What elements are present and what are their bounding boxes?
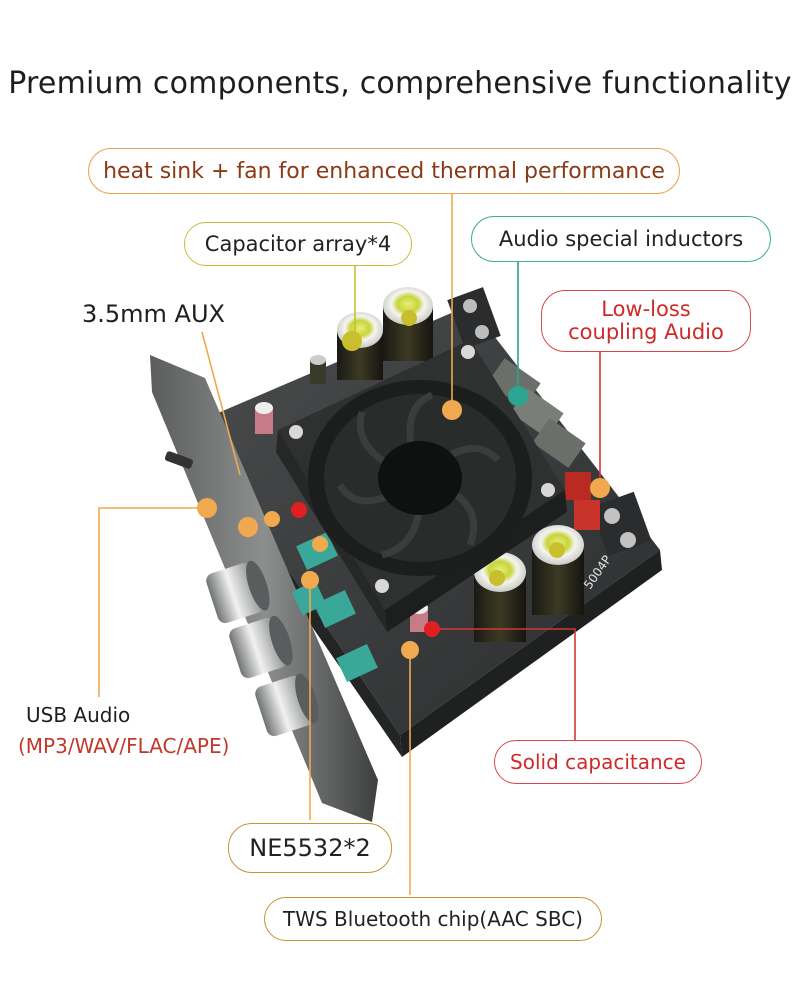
label-capacitor-array: Capacitor array*4: [184, 222, 412, 266]
dot-aux: [238, 517, 258, 537]
label-heat-sink-text: heat sink + fan for enhanced thermal per…: [103, 158, 665, 184]
coupling-capacitors: [565, 472, 600, 530]
callout-lines: [98, 189, 601, 895]
label-aux-text: 3.5mm AUX: [82, 300, 225, 328]
dot-capacitor-3: [489, 570, 505, 586]
dot-tws: [401, 641, 419, 659]
label-audio-inductors: Audio special inductors: [471, 216, 771, 262]
line-solid-cap: [432, 628, 576, 745]
dot-heat-sink: [442, 400, 462, 420]
label-heat-sink: heat sink + fan for enhanced thermal per…: [88, 148, 680, 194]
label-low-loss: Low-loss coupling Audio: [541, 290, 751, 352]
label-ne5532: NE5532*2: [228, 823, 392, 873]
line-usb: [98, 507, 207, 697]
line-aux: [201, 331, 241, 476]
dot-solid-cap-2: [291, 502, 307, 518]
dot-usb: [197, 498, 217, 518]
label-usb-audio: USB Audio: [26, 703, 130, 727]
heat-sink-fan: [276, 340, 567, 632]
label-usb-formats: (MP3/WAV/FLAC/APE): [18, 734, 229, 758]
label-capacitor-array-text: Capacitor array*4: [204, 232, 392, 256]
dot-capacitor-4: [549, 542, 565, 558]
label-aux: 3.5mm AUX: [82, 300, 225, 328]
dot-inductors: [508, 386, 528, 406]
label-solid-capacitance: Solid capacitance: [494, 740, 702, 784]
callout-dots: [197, 310, 610, 659]
label-low-loss-line1: Low-loss: [601, 296, 691, 321]
volume-knobs: [206, 560, 319, 737]
dot-solid-cap: [424, 621, 440, 637]
label-ne5532-text: NE5532*2: [249, 834, 371, 862]
dot-ne5532-1: [301, 571, 319, 589]
dot-low-loss: [590, 478, 610, 498]
page-title: Premium components, comprehensive functi…: [8, 66, 792, 101]
label-solid-capacitance-text: Solid capacitance: [510, 750, 686, 774]
dot-ne5532-2: [312, 536, 328, 552]
label-tws-chip: TWS Bluetooth chip(AAC SBC): [264, 897, 602, 941]
label-tws-chip-text: TWS Bluetooth chip(AAC SBC): [283, 907, 583, 931]
label-usb-audio-text: USB Audio: [26, 703, 131, 727]
dot-capacitor-array: [342, 331, 362, 351]
label-audio-inductors-text: Audio special inductors: [498, 227, 744, 251]
terminal-blocks: [447, 287, 652, 557]
label-usb-formats-text: (MP3/WAV/FLAC/APE): [18, 734, 230, 758]
label-low-loss-line2: coupling Audio: [568, 320, 724, 344]
dot-aux-jack: [264, 511, 280, 527]
dot-capacitor-2: [401, 310, 417, 326]
